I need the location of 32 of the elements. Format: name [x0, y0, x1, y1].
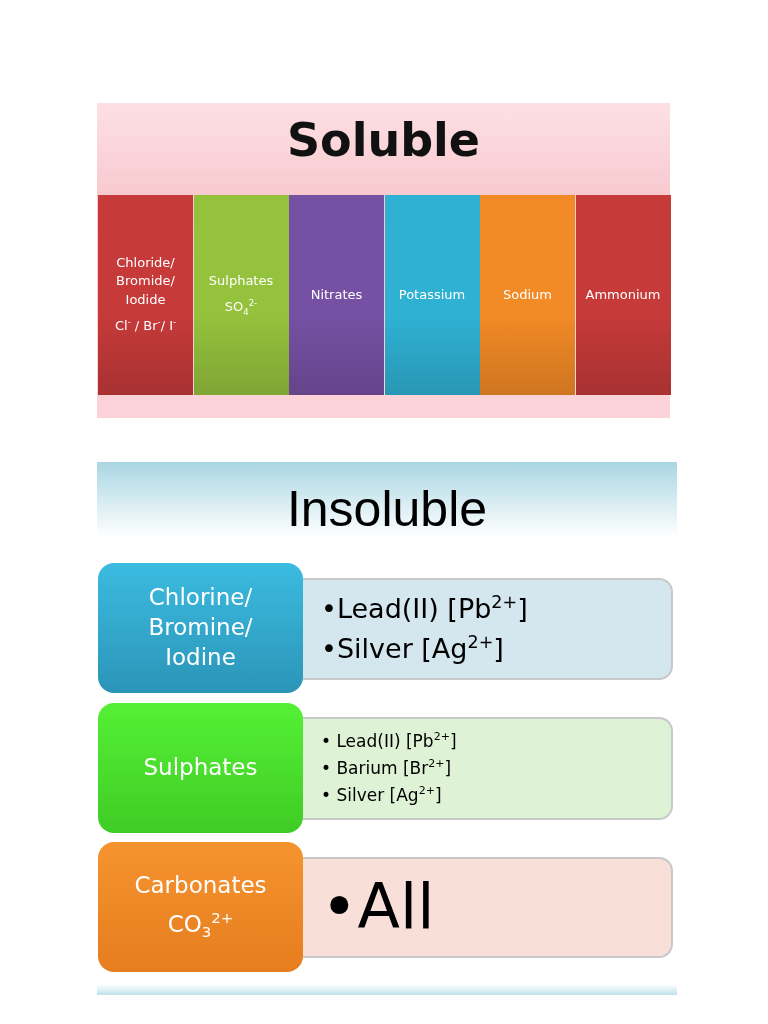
category-column — [289, 195, 384, 395]
category-label: Chlorine/ Bromine/ Iodine — [147, 583, 254, 672]
category-label: Chloride/ Bromide/ Iodide — [115, 253, 176, 310]
list-box — [303, 717, 673, 820]
category-box — [98, 703, 303, 833]
category-column — [384, 195, 480, 395]
panel-title: Insoluble — [285, 480, 489, 538]
list-box — [303, 578, 673, 680]
list-item: •Lead(II) [Pb$^{2+}$] — [321, 590, 529, 626]
category-label: Sulphates — [208, 272, 274, 290]
category-box — [98, 842, 303, 972]
category-column — [575, 195, 671, 395]
list-item: • Barium [Br$^{2+}$] — [321, 756, 453, 780]
category-column — [193, 195, 289, 395]
category-column — [98, 195, 193, 395]
ion-formula: Cl$^{-}$ / Br$^{-}$/ I$^{-}$ — [114, 316, 177, 336]
list-box — [303, 857, 673, 958]
category-label: Sodium — [503, 285, 552, 304]
category-label: Carbonates — [134, 871, 267, 901]
category-label: Ammonium — [585, 285, 661, 304]
category-label: Potassium — [398, 285, 466, 304]
list-item: •All — [321, 873, 436, 942]
list-item: • Silver [Ag$^{2+}$] — [321, 783, 443, 808]
list-item: •Silver [Ag$^{2+}$] — [321, 631, 505, 666]
category-label: Sulphates — [143, 753, 258, 783]
panel-background — [97, 103, 670, 418]
panel-background — [97, 462, 677, 995]
category-column — [480, 195, 575, 395]
panel-title: Soluble — [285, 113, 482, 167]
category-box — [98, 563, 303, 693]
list-item: • Lead(II) [Pb$^{2+}$] — [321, 729, 458, 753]
category-label: Nitrates — [310, 285, 363, 304]
